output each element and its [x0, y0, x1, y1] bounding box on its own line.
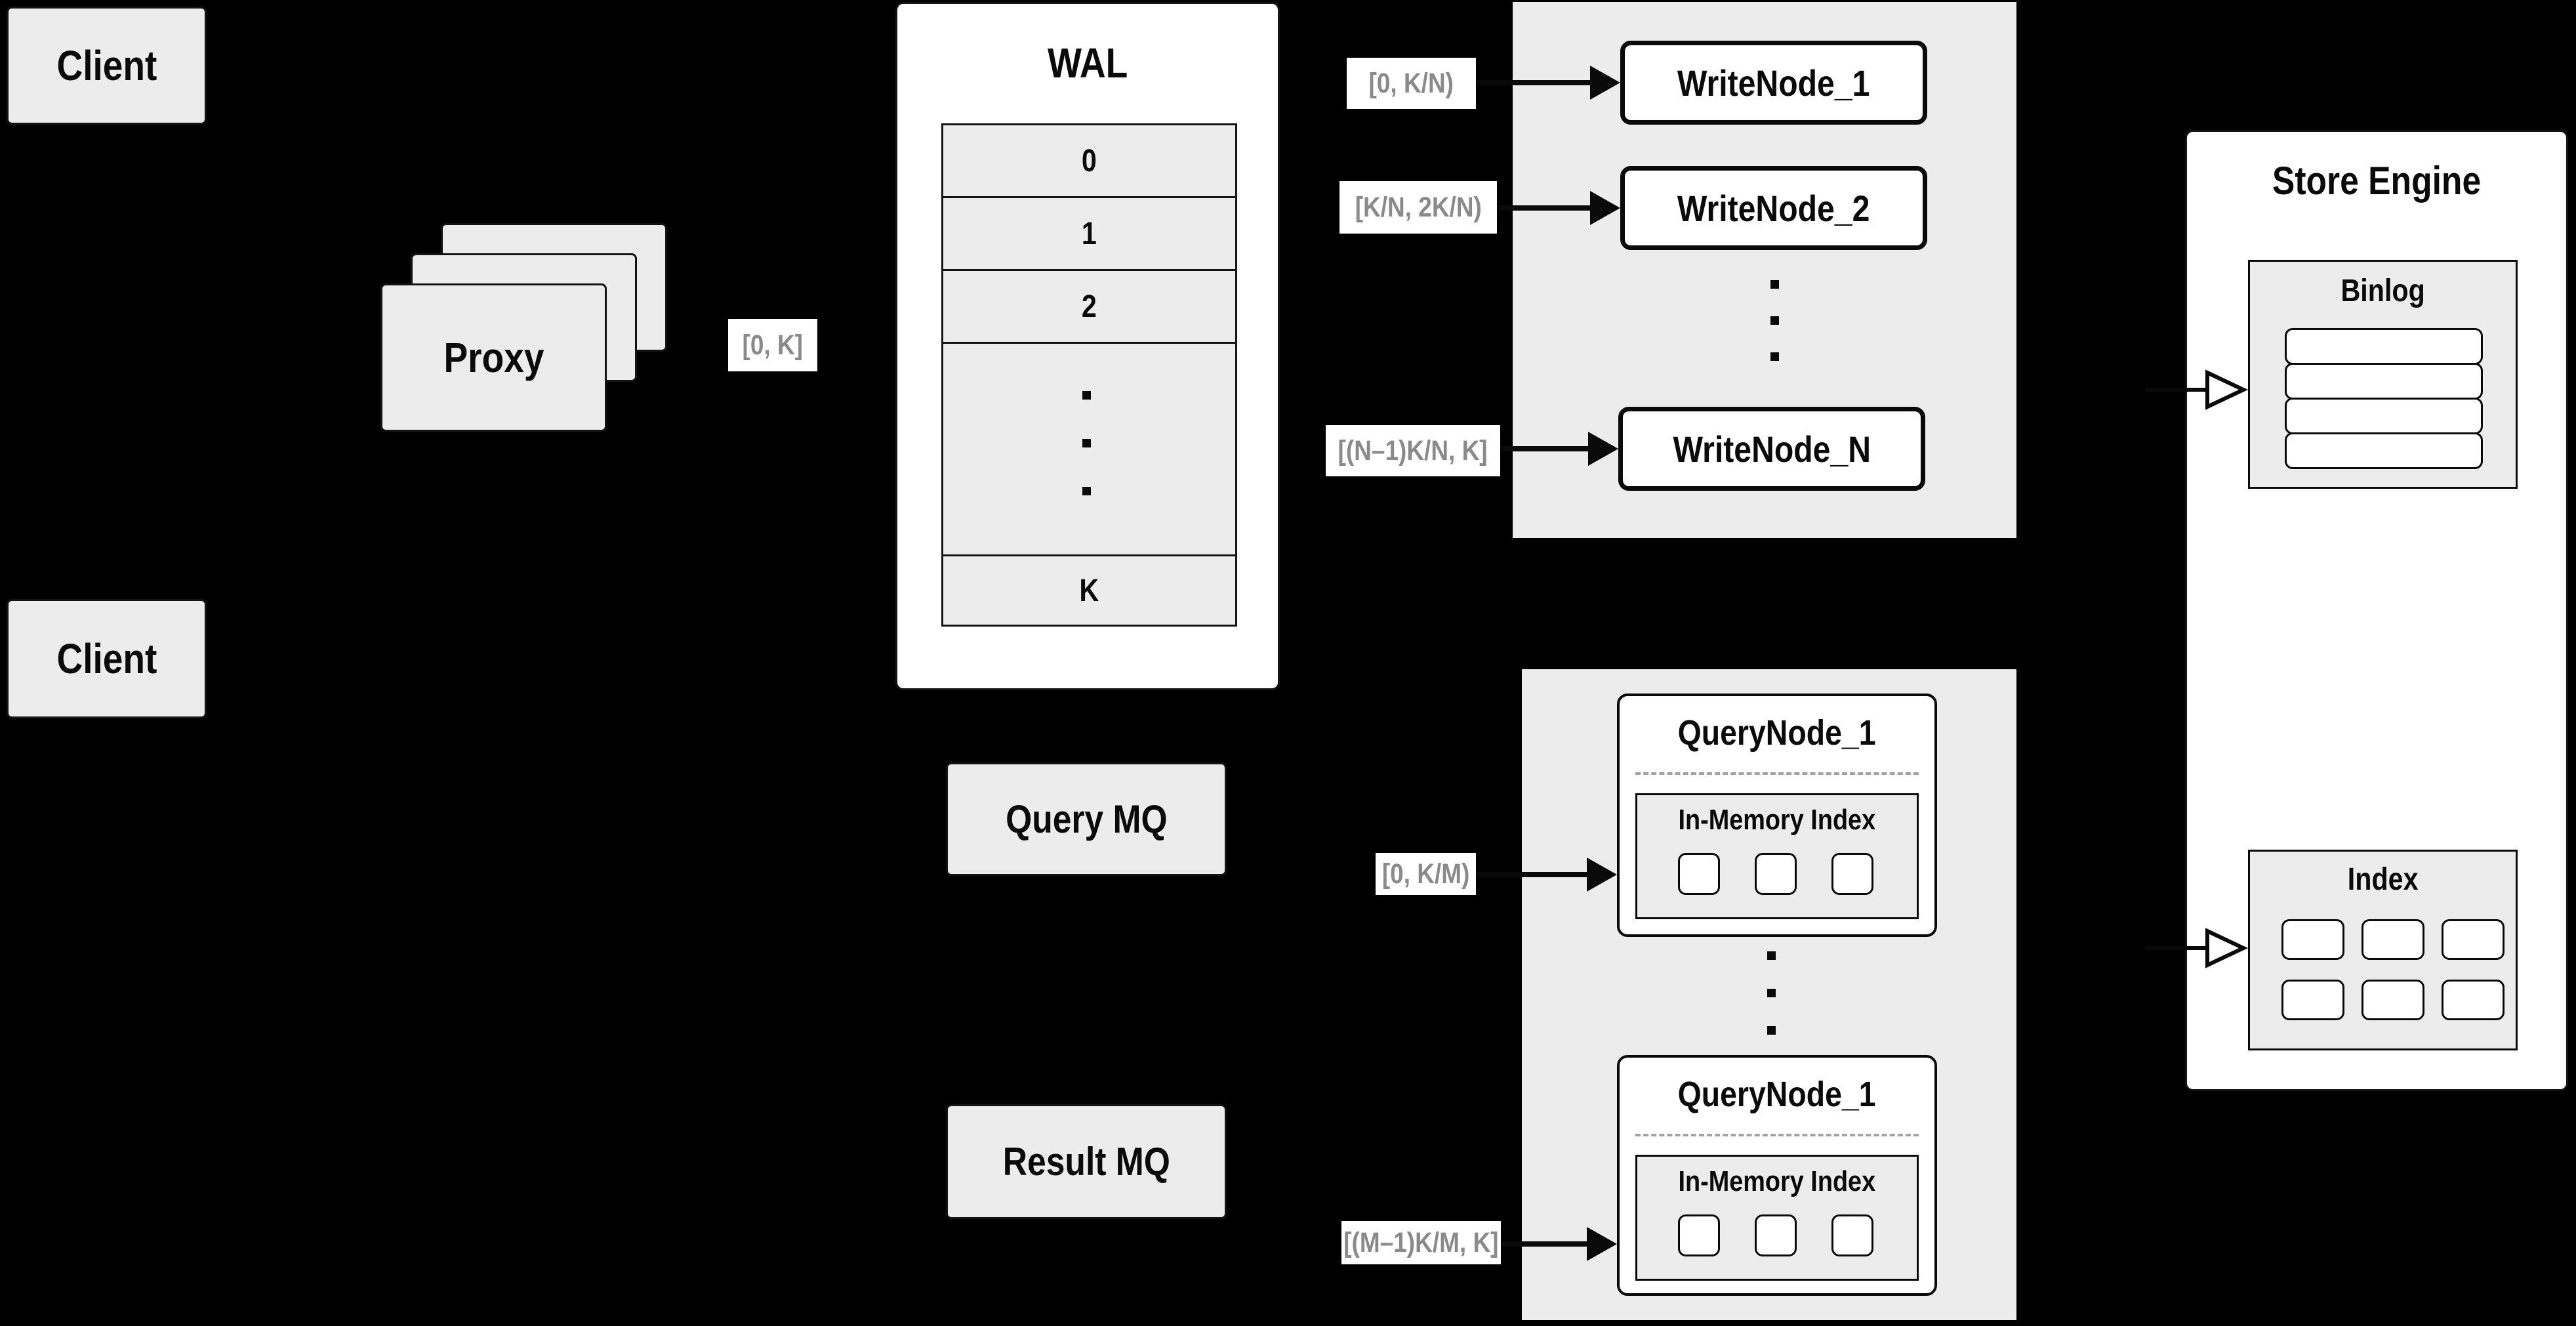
arrow-to-binlog — [2145, 369, 2249, 410]
index-tile — [2442, 919, 2504, 960]
arrow-to-querynode-1 — [1477, 858, 1617, 892]
write-node-1-box: WriteNode_1 — [1620, 41, 1927, 125]
in-memory-index-label: In-Memory Index — [1678, 804, 1876, 836]
in-memory-index-box-2: In-Memory Index — [1635, 1155, 1919, 1281]
wal-segment-ellipsis-cell — [941, 342, 1237, 556]
wal-segment-k: K — [941, 554, 1237, 627]
ellipsis-dot — [1767, 989, 1776, 997]
segment-tile — [1678, 853, 1720, 895]
ellipsis-dot — [1082, 487, 1091, 495]
ellipsis-dot — [1082, 391, 1091, 400]
index-tile — [2281, 980, 2344, 1020]
binlog-title: Binlog — [2341, 273, 2425, 308]
client-bottom-label: Client — [56, 635, 157, 682]
query-node-1-title: QueryNode_1 — [1678, 713, 1876, 753]
index-tile — [2281, 919, 2344, 960]
index-box: Index — [2248, 850, 2518, 1050]
arrow-to-writenode-2 — [1498, 191, 1620, 225]
ellipsis-dot — [1770, 352, 1779, 361]
index-title: Index — [2347, 861, 2419, 897]
query-mq-box: Query MQ — [946, 762, 1227, 876]
segment-tile — [1831, 853, 1873, 895]
wal-title: WAL — [1047, 39, 1128, 87]
ellipsis-dot — [1770, 280, 1779, 289]
dashed-divider — [1635, 772, 1919, 775]
client-top-label: Client — [56, 42, 157, 89]
ellipsis-dot — [1082, 439, 1091, 447]
segment-tile — [1755, 853, 1797, 895]
segment-tile — [1678, 1214, 1720, 1256]
range-chip-proxy-wal: [0, K] — [728, 319, 817, 371]
result-mq-box: Result MQ — [946, 1104, 1227, 1219]
range-chip-writenode-2: [K/N, 2K/N) — [1339, 181, 1497, 234]
dashed-divider — [1635, 1134, 1919, 1136]
in-memory-index-box-1: In-Memory Index — [1635, 793, 1919, 919]
ellipsis-dot — [1770, 316, 1779, 325]
proxy-card-front: Proxy — [380, 283, 607, 432]
wal-title-wrap: WAL — [897, 33, 1278, 93]
query-node-2-title: QueryNode_1 — [1678, 1075, 1876, 1114]
range-chip-querynode-1: [0, K/M) — [1376, 853, 1476, 895]
arrow-to-writenode-n — [1502, 432, 1618, 466]
arrow-to-writenode-1 — [1477, 66, 1620, 100]
ellipsis-dot — [1767, 1026, 1776, 1035]
range-chip-writenode-1: [0, K/N) — [1347, 58, 1476, 109]
query-node-2-box: QueryNode_1 In-Memory Index — [1617, 1055, 1937, 1296]
index-tile — [2442, 980, 2504, 1020]
arrow-to-querynode-2 — [1502, 1227, 1617, 1261]
in-memory-index-label: In-Memory Index — [1678, 1165, 1876, 1197]
client-top-box: Client — [7, 7, 207, 125]
index-tile — [2361, 919, 2424, 960]
index-tile — [2361, 980, 2424, 1020]
store-engine-title: Store Engine — [2272, 158, 2482, 203]
write-node-n-box: WriteNode_N — [1618, 407, 1925, 491]
segment-tile — [1755, 1214, 1797, 1256]
arrow-to-index — [2145, 928, 2249, 968]
proxy-label: Proxy — [443, 334, 544, 381]
range-chip-writenode-n: [(N–1)K/N, K] — [1326, 425, 1500, 476]
write-node-2-box: WriteNode_2 — [1620, 166, 1927, 250]
query-node-1-box: QueryNode_1 In-Memory Index — [1617, 694, 1937, 937]
client-bottom-box: Client — [7, 599, 207, 718]
segment-tile — [1831, 1214, 1873, 1256]
ellipsis-dot — [1767, 951, 1776, 960]
range-chip-querynode-2: [(M–1)K/M, K] — [1341, 1221, 1501, 1264]
binlog-row — [2285, 432, 2483, 469]
